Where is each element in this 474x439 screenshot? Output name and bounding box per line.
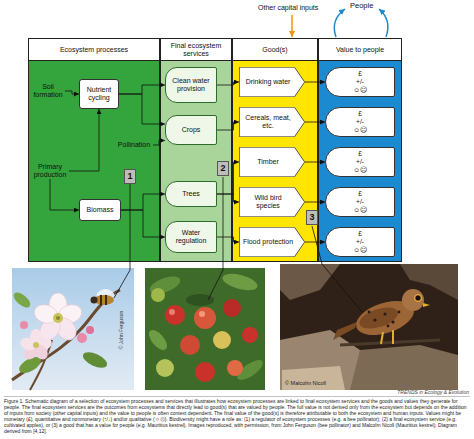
value-symbol: £ <box>358 190 362 198</box>
service-shape: Water regulation <box>165 221 217 253</box>
value-symbol: ☺☹ <box>353 166 367 174</box>
value-symbol: £ <box>358 230 362 238</box>
column-heading: Good(s) <box>262 46 287 54</box>
node-text: Water regulation <box>169 229 213 245</box>
node-text: Crops <box>182 126 201 134</box>
photo-credit: © Malcolm Nicoll <box>285 380 326 387</box>
bee-pollinator-photo <box>11 268 134 390</box>
flow-arrow <box>217 237 239 242</box>
column-heading: Value to people <box>336 46 384 54</box>
node-text: Wild bird species <box>242 194 294 210</box>
flow-arrow <box>153 141 165 146</box>
service-shape: Clean water provision <box>165 67 217 103</box>
flow-arrow <box>119 94 165 124</box>
process-box: Nutrient cycling <box>79 79 119 109</box>
photo-credit: © John Ferguson <box>118 311 124 349</box>
node-text: Pollination <box>115 141 153 149</box>
node-text: Trees <box>182 190 200 198</box>
node-text: Primary production <box>31 163 69 179</box>
flow-arrow <box>217 194 239 202</box>
people-arrow <box>379 9 388 37</box>
value-shape: £+/-☺☹ <box>325 147 395 177</box>
node-text: Timber <box>257 158 279 166</box>
people-arrow <box>334 9 345 37</box>
value-symbol: £ <box>358 70 362 78</box>
good-arrow: Cereals, meat, etc. <box>239 107 305 137</box>
flow-arrow <box>305 162 325 163</box>
flow-arrow <box>121 194 165 210</box>
callout-number: 1 <box>124 169 136 184</box>
input-label: Other capital inputs <box>258 4 318 12</box>
value-symbol: £ <box>358 110 362 118</box>
value-symbol: +/- <box>356 78 364 86</box>
leader-line <box>114 184 130 298</box>
goods-column: Good(s) Drinking waterCereals, meat, etc.… <box>232 38 318 262</box>
service-shape: Trees <box>165 181 217 207</box>
flow-arrow <box>305 82 325 83</box>
node-text: Cereals, meat, etc. <box>242 114 294 130</box>
value-shape: £+/-☺☹ <box>325 67 395 97</box>
capital-input-arrow <box>291 15 293 37</box>
flow-arrow <box>69 109 99 171</box>
value-symbol: ☺☹ <box>353 126 367 134</box>
column-heading-cell: Value to people <box>319 39 401 61</box>
value-symbol: +/- <box>356 118 364 126</box>
value-symbol: ☺☹ <box>353 86 367 94</box>
leader-line <box>208 177 223 300</box>
value-shape: £+/-☺☹ <box>325 187 395 217</box>
process-label: Soil formation <box>31 83 65 99</box>
flow-arrow <box>305 242 325 243</box>
process-column: Ecosystem processesSoil formation Nutrien… <box>28 38 160 262</box>
flow-arrow <box>217 162 239 194</box>
flow-arrow <box>121 210 165 237</box>
value-symbol: +/- <box>356 158 364 166</box>
value-symbol: +/- <box>356 238 364 246</box>
value-symbol: +/- <box>356 198 364 206</box>
column-heading-cell: Good(s) <box>233 39 317 61</box>
column-heading: Ecosystem processes <box>60 46 128 54</box>
process-label: Pollination <box>115 141 153 149</box>
flow-arrow <box>305 202 325 203</box>
value-shape: £+/-☺☹ <box>325 107 395 137</box>
figure-caption: Figure 1. Schematic diagram of a selecti… <box>4 398 470 434</box>
good-arrow: Wild bird species <box>239 187 305 217</box>
journal-credit: TRENDS in Ecology & Evolution <box>397 389 469 395</box>
callout-number: 2 <box>217 161 229 176</box>
apples-photo <box>145 268 266 390</box>
services-column: Final ecosystem servicesClean water prov… <box>160 38 232 262</box>
service-shape: Crops <box>165 115 217 145</box>
column-heading-cell: Final ecosystem services <box>161 39 231 61</box>
column-heading-cell: Ecosystem processes <box>29 39 159 61</box>
value-shape: £+/-☺☹ <box>325 227 395 257</box>
node-text: Clean water provision <box>169 77 213 93</box>
flow-arrow <box>305 122 325 123</box>
value-symbol: £ <box>358 150 362 158</box>
people-label: People <box>350 2 373 11</box>
leader-line <box>312 226 362 312</box>
good-arrow: Timber <box>239 147 305 177</box>
node-text: Drinking water <box>246 78 291 86</box>
flow-arrow <box>119 85 165 94</box>
good-arrow: Flood protection <box>239 227 305 257</box>
column-heading: Final ecosystem services <box>163 42 229 58</box>
node-text: Flood protection <box>243 238 293 246</box>
flow-arrow <box>217 122 239 130</box>
flow-arrow <box>217 82 239 85</box>
value-symbol: ☺☹ <box>353 206 367 214</box>
flow-arrow <box>50 179 79 210</box>
process-label: Primary production <box>31 163 69 179</box>
value-column: Value to people£+/-☺☹£+/-☺☹£+/-☺☹£+/-☺☹£… <box>318 38 402 262</box>
caption-rule <box>4 396 470 397</box>
node-text: Nutrient cycling <box>82 86 116 102</box>
kestrel-photo <box>280 264 458 390</box>
process-box: Biomass <box>79 199 121 221</box>
node-text: Soil formation <box>31 83 65 99</box>
node-text: Biomass <box>87 206 114 214</box>
value-symbol: ☺☹ <box>353 246 367 254</box>
callout-number: 3 <box>306 210 318 225</box>
flow-arrow <box>65 91 79 94</box>
good-arrow: Drinking water <box>239 67 305 97</box>
